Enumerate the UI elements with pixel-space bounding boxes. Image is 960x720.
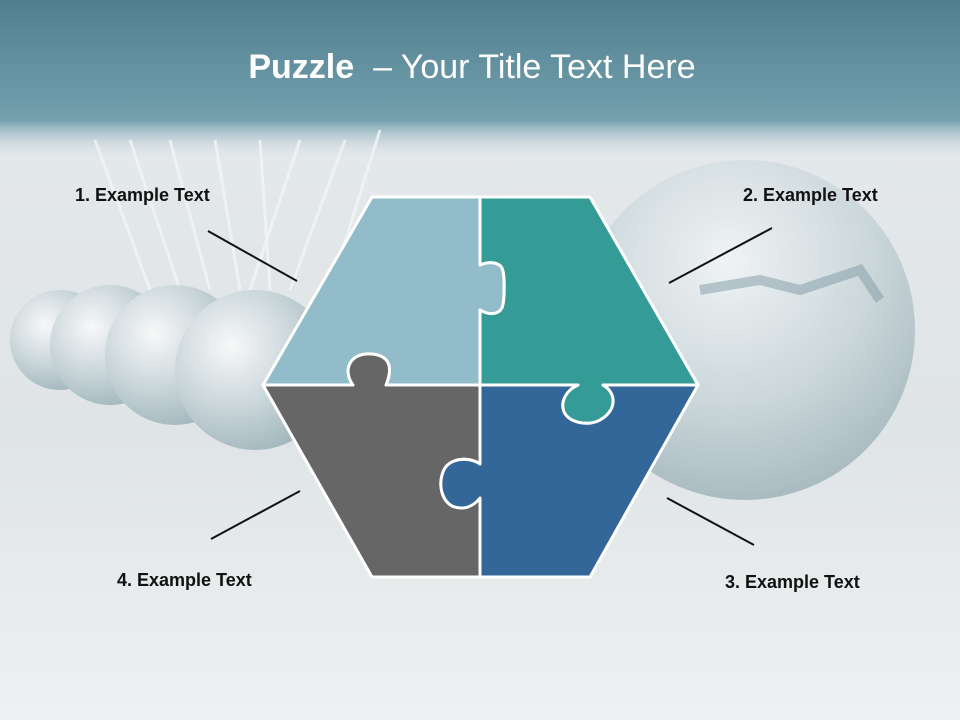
label-item-3: 3. Example Text	[725, 572, 860, 592]
label-item-1: 1. Example Text	[75, 185, 210, 205]
connector-line-1	[207, 230, 298, 282]
puzzle-piece-bottom-right	[439, 383, 700, 579]
slide-title: Puzzle – Your Title Text Here	[0, 48, 944, 87]
title-rest: – Your Title Text Here	[373, 48, 696, 86]
label-item-4: 4. Example Text	[117, 570, 252, 590]
connector-line-2	[668, 227, 773, 284]
connector-line-4	[210, 490, 301, 540]
title-bold: Puzzle	[248, 48, 355, 86]
connector-line-3	[666, 497, 755, 546]
label-item-2: 2. Example Text	[743, 185, 878, 205]
